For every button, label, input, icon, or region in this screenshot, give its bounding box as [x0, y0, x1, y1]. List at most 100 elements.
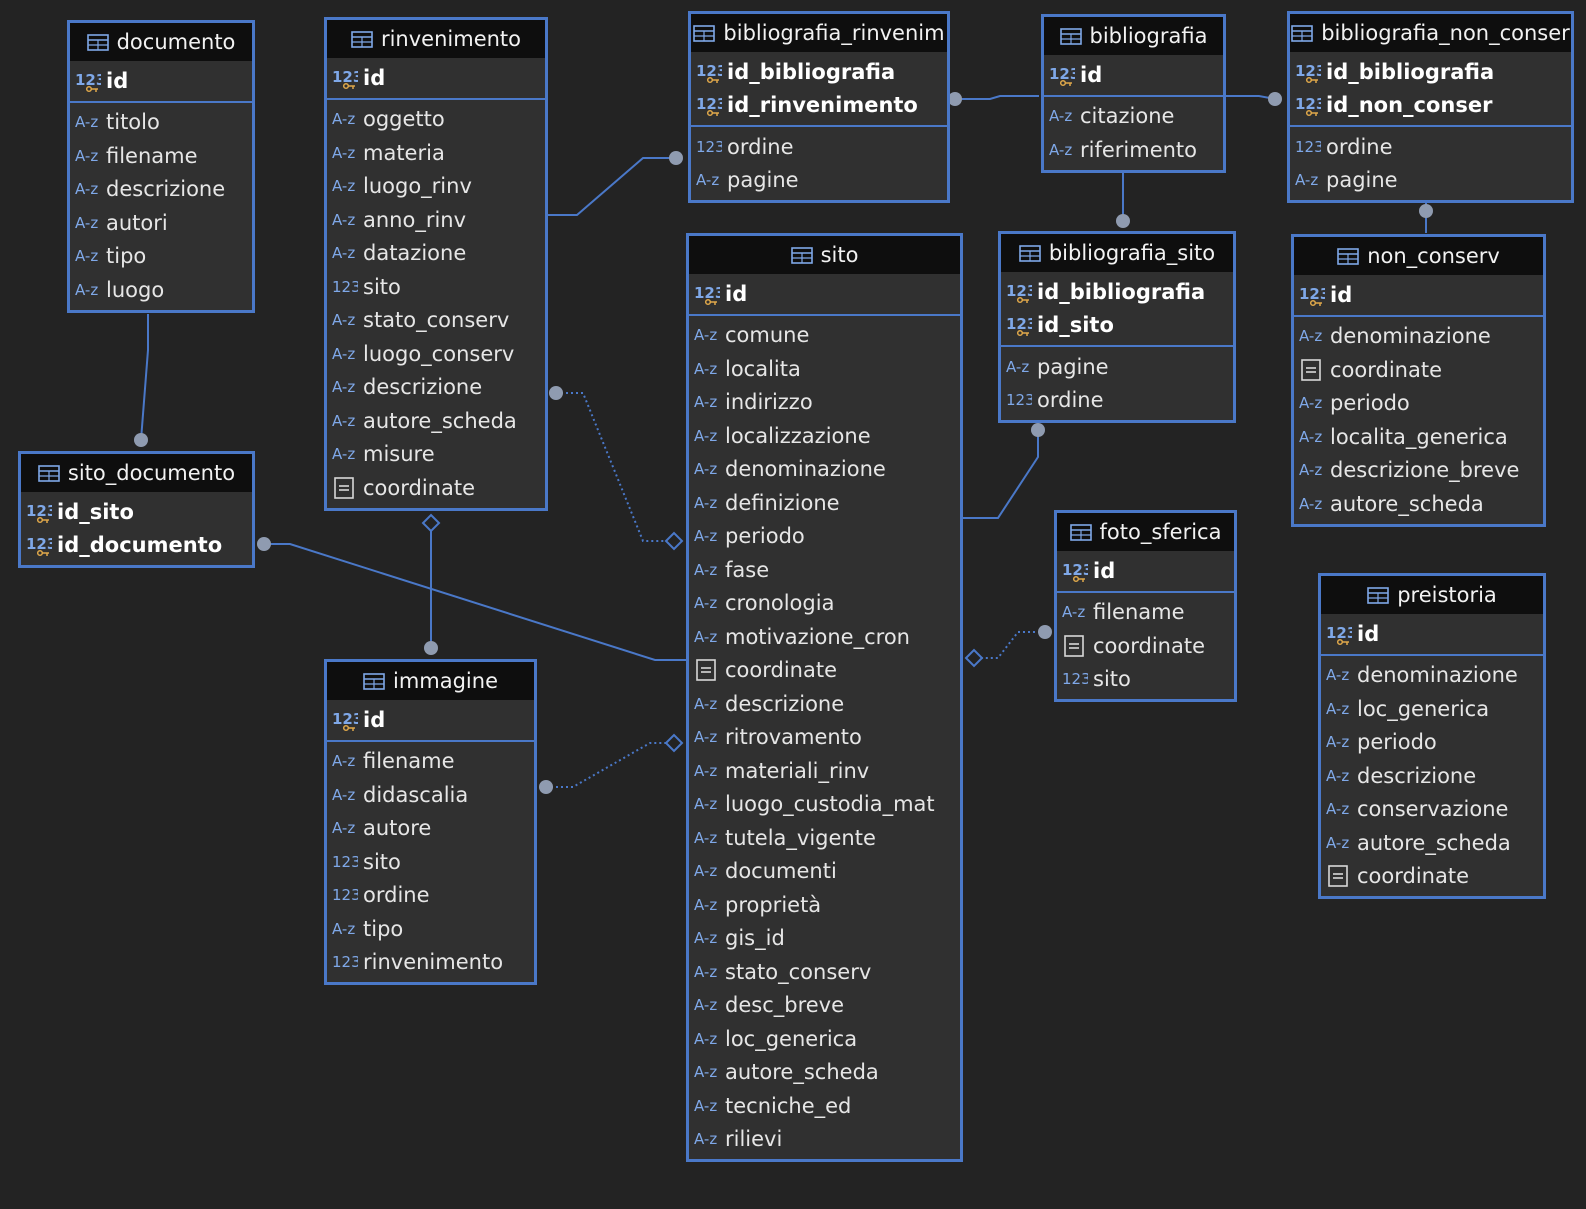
entity-header[interactable]: bibliografia_non_conser — [1290, 14, 1571, 52]
primary-key-column[interactable]: 123id_bibliografia — [1001, 275, 1233, 309]
primary-key-column[interactable]: 123id_sito — [1001, 309, 1233, 343]
entity-sito-documento[interactable]: sito_documento123id_sito123id_documento — [18, 451, 255, 568]
entity-preistoria[interactable]: preistoria123idA-zdenominazioneA-zloc_ge… — [1318, 573, 1546, 899]
link-immagine-sito[interactable] — [546, 742, 666, 788]
link-foto-sferica-sito[interactable] — [982, 631, 1045, 659]
column-row[interactable]: coordinate — [1321, 860, 1543, 894]
entity-header[interactable]: bibliografia_rinvenim — [691, 14, 947, 52]
column-row[interactable]: coordinate — [1057, 629, 1234, 663]
column-row[interactable]: coordinate — [689, 654, 960, 688]
primary-key-column[interactable]: 123id — [1057, 554, 1234, 588]
entity-header[interactable]: sito_documento — [21, 454, 252, 492]
primary-key-column[interactable]: 123id — [327, 703, 534, 737]
entity-bibliografia-rinvenim[interactable]: bibliografia_rinvenim123id_bibliografia 1… — [688, 11, 950, 203]
link-sito-documento-documento[interactable] — [140, 314, 149, 441]
primary-key-column[interactable]: 123id_sito — [21, 495, 252, 529]
primary-key-column[interactable]: 123id — [1294, 278, 1543, 312]
link-bibliografia-rinvenim-rinvenimento[interactable] — [540, 157, 676, 216]
link-bibliografia-non-conser-bibliografia[interactable] — [1223, 95, 1276, 100]
link-bibliografia-sito-sito[interactable] — [960, 430, 1039, 519]
primary-key-column[interactable]: 123id_bibliografia — [1290, 55, 1571, 89]
primary-key-column[interactable]: 123id — [1321, 617, 1543, 651]
primary-key-column[interactable]: 123id — [70, 64, 252, 98]
primary-key-column[interactable]: 123id_documento — [21, 529, 252, 563]
entity-header[interactable]: documento — [70, 23, 252, 61]
link-bibliografia-rinvenim-bibliografia[interactable] — [955, 95, 1039, 100]
entity-header[interactable]: bibliografia — [1044, 17, 1223, 55]
primary-key-column[interactable]: 123id_bibliografia — [691, 55, 947, 89]
entity-header[interactable]: sito — [689, 236, 960, 274]
entity-header[interactable]: foto_sferica — [1057, 513, 1234, 551]
entity-bibliografia[interactable]: bibliografia123idA-zcitazioneA-zriferime… — [1041, 14, 1226, 173]
entity-header[interactable]: non_conserv — [1294, 237, 1543, 275]
entity-header[interactable]: preistoria — [1321, 576, 1543, 614]
entity-sito[interactable]: sito123idA-zcomuneA-zlocalitaA-zindirizz… — [686, 233, 963, 1162]
link-rinvenimento-sito[interactable] — [556, 392, 666, 542]
entity-foto-sferica[interactable]: foto_sferica123idA-zfilenamecoordinate12… — [1054, 510, 1237, 702]
primary-key-column[interactable]: 123id — [1044, 58, 1223, 92]
entity-bibliografia-sito[interactable]: bibliografia_sito123id_bibliografia123id… — [998, 231, 1236, 423]
primary-key-column[interactable]: 123id — [689, 277, 960, 311]
entity-header[interactable]: bibliografia_sito — [1001, 234, 1233, 272]
entity-non-conserv[interactable]: non_conserv123idA-zdenominazionecoordina… — [1291, 234, 1546, 527]
column-row[interactable]: coordinate — [1294, 353, 1543, 387]
primary-key-column[interactable]: 123id_non_conser — [1290, 89, 1571, 123]
